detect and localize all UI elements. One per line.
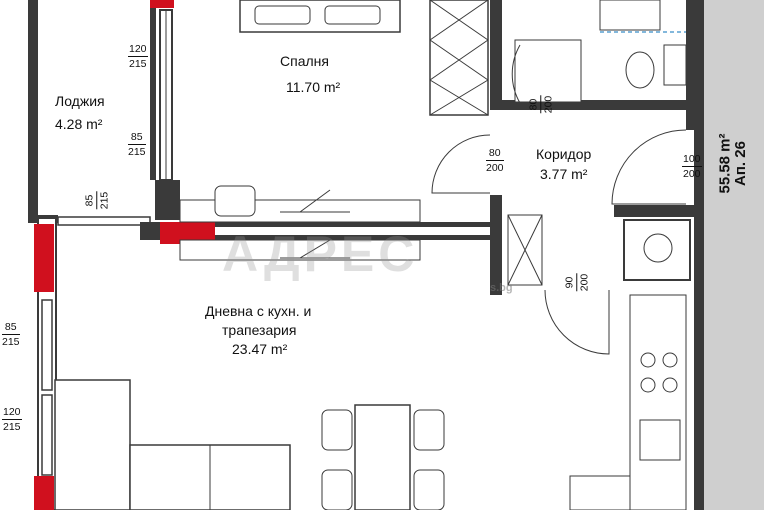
hob-1 <box>640 352 656 368</box>
dim-living-window-top: 85 215 <box>2 320 20 349</box>
kitchen-counter <box>629 294 687 510</box>
loggia-top-column <box>150 0 174 8</box>
dim-width: 120 <box>128 43 148 57</box>
kitchen-door-swing <box>544 289 610 355</box>
wardrobe <box>429 0 489 116</box>
bath-wall-bottom <box>490 100 700 110</box>
apartment-number: Ап. 26 <box>731 141 749 186</box>
column-left-top <box>34 224 54 292</box>
dim-loggia-window-bottom: 85 215 <box>128 130 146 159</box>
toilet <box>625 51 655 89</box>
sofa <box>54 379 131 510</box>
loggia-door-frame <box>57 216 151 226</box>
column-center <box>160 222 215 244</box>
bed-pillow-left <box>254 5 311 25</box>
dim-height: 215 <box>128 146 146 158</box>
dim-kitchen-door: 90 200 <box>562 273 591 292</box>
dim-height: 200 <box>578 273 591 292</box>
loggia-name: Лоджия <box>55 93 105 109</box>
bedroom-name: Спалня <box>280 53 329 69</box>
watermark-domain: s.bg <box>490 282 513 294</box>
chair-1 <box>321 409 353 451</box>
living-window-top <box>41 299 53 391</box>
bedroom-corner-block <box>155 180 180 220</box>
bath-wall-left <box>490 0 502 110</box>
dim-width: 90 <box>562 273 578 292</box>
loggia-area: 4.28 m² <box>55 116 103 132</box>
dim-width: 85 <box>128 130 146 145</box>
dim-height: 200 <box>683 168 701 180</box>
hob-4 <box>662 377 678 393</box>
corridor-wall-left <box>490 195 502 295</box>
bedroom-living-wall-inner <box>215 227 490 235</box>
fridge <box>569 475 631 510</box>
corridor-name: Коридор <box>536 146 592 162</box>
hob-3 <box>640 377 656 393</box>
loggia-bedroom-wall <box>150 0 156 180</box>
dim-bedroom-door: 80 200 <box>486 146 504 175</box>
hob-2 <box>662 352 678 368</box>
dining-table <box>354 404 411 510</box>
living-window-bottom <box>41 394 53 476</box>
dim-width: 120 <box>2 406 22 420</box>
bath-wall-right <box>686 0 700 130</box>
dim-loggia-window-top: 120 215 <box>128 42 148 71</box>
sliding-door-mark <box>280 189 350 213</box>
loggia-outer-wall <box>28 0 38 215</box>
exterior-strip <box>700 0 764 510</box>
bedroom-area: 11.70 m² <box>286 79 341 95</box>
tv-unit <box>179 239 421 261</box>
tv-mark <box>280 239 350 259</box>
dim-width: 85 <box>2 320 20 335</box>
wardrobe-hatch <box>429 0 489 116</box>
bed-pillow-right <box>324 5 381 25</box>
chair-3 <box>413 409 445 451</box>
living-name-line1: Дневна с кухн. и <box>205 303 312 319</box>
chair-2 <box>321 469 353 510</box>
dim-height: 215 <box>98 191 111 210</box>
living-area: 23.47 m² <box>232 341 288 357</box>
dim-width: 80 <box>486 146 504 161</box>
dim-width: 80 <box>526 95 542 114</box>
dim-width: 100 <box>682 153 702 167</box>
column-left-bottom <box>34 476 54 510</box>
bath-sink <box>663 44 687 86</box>
dim-width: 85 <box>82 191 98 210</box>
watermark-logo: АДРЕС <box>222 226 419 282</box>
bath-door-swing <box>511 44 521 104</box>
dim-height: 200 <box>542 95 555 114</box>
exterior-wall <box>694 0 704 510</box>
dim-height: 215 <box>3 421 21 433</box>
dim-living-window-bottom: 120 215 <box>2 405 22 434</box>
dim-height: 200 <box>486 162 504 174</box>
bath-door-frame <box>514 39 582 103</box>
chair-4 <box>413 469 445 510</box>
kitchen-sink <box>639 419 681 461</box>
entry-door-swing <box>611 129 687 205</box>
corridor-area: 3.77 m² <box>540 166 588 182</box>
dim-bath-door: 80 200 <box>526 95 555 114</box>
dim-height: 215 <box>2 336 20 348</box>
bedroom-door-swing <box>431 134 491 194</box>
shaft-hatch <box>507 214 543 286</box>
dim-height: 215 <box>129 58 147 70</box>
dim-entry-door: 100 200 <box>682 152 702 181</box>
entry-wall <box>614 205 700 217</box>
dim-loggia-door: 85 215 <box>82 191 111 210</box>
living-name-line2: трапезария <box>222 322 297 338</box>
bath-fixture <box>599 0 661 31</box>
washer <box>643 233 673 263</box>
bedroom-chair <box>214 185 256 217</box>
